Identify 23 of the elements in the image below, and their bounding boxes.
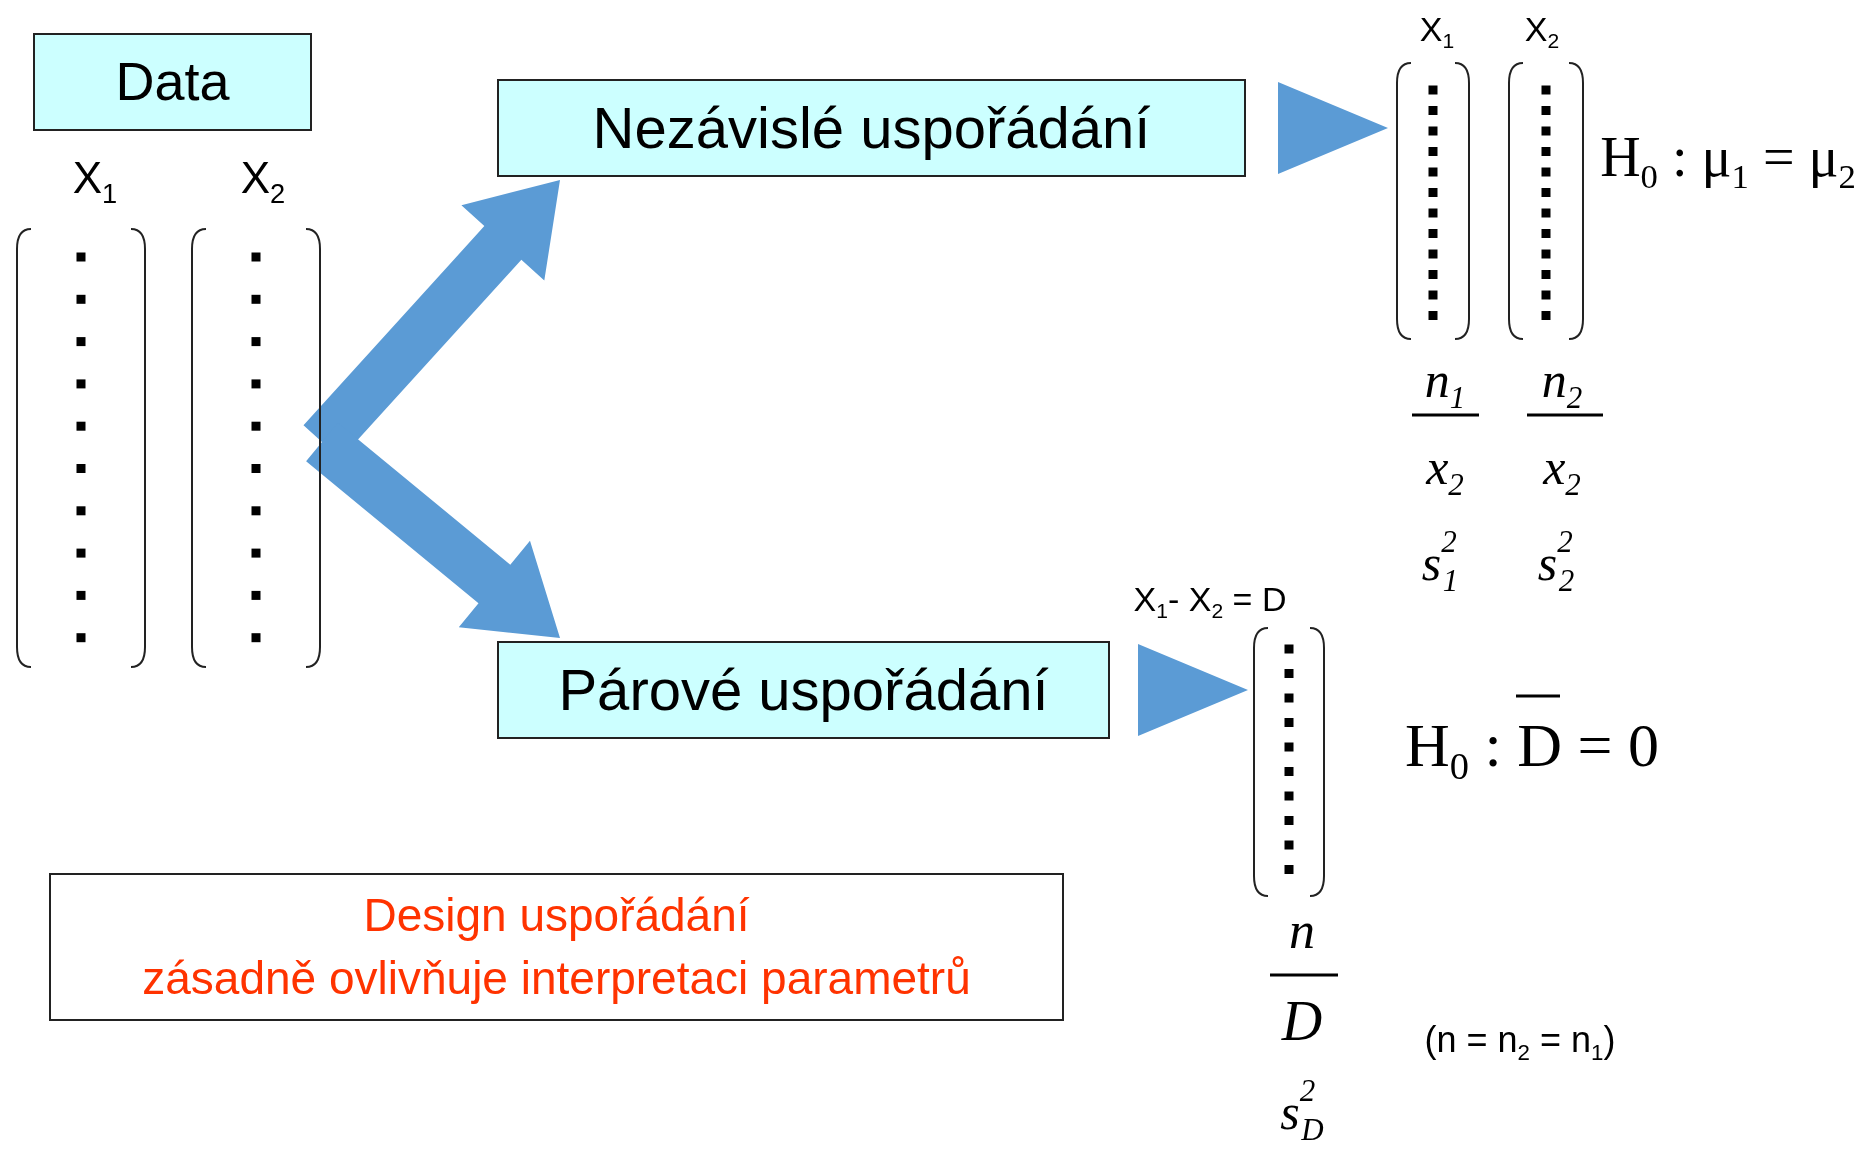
box-label: Data (115, 52, 230, 112)
hypothesis-formula: H$_{0}$ : D = 0 (1405, 709, 1659, 781)
column-heading: X$_{2}$ (1524, 10, 1560, 49)
note-box (49, 873, 1064, 1021)
note-text: (n = n$_{2}$ = n$_{1}$) (1424, 1019, 1616, 1061)
data-box (33, 33, 312, 131)
sample-size: n$_{1}$ (1424, 351, 1466, 409)
column-heading: X$_{1}$ (72, 153, 118, 203)
note-text: zásadně ovlivňuje interpretaci parametrů (142, 951, 971, 1006)
sample-size: n$_{2}$ (1541, 351, 1583, 409)
box-label: Nezávislé uspořádání (592, 96, 1151, 160)
hypothesis-formula: H$_{0}$ : μ$_{1}$ = μ$_{2}$ (1600, 125, 1856, 189)
column-heading: X$_{2}$ (240, 153, 286, 203)
process-box (497, 641, 1110, 739)
mean-symbol: D (1281, 989, 1323, 1053)
process-box (497, 79, 1246, 177)
box-label: Párové uspořádání (558, 658, 1049, 722)
mean-symbol: x$_{2}$ (1426, 438, 1464, 496)
note-text: Design uspořádání (363, 887, 750, 943)
column-heading: X$_{1}$ (1419, 10, 1455, 49)
sample-size: n (1289, 900, 1315, 960)
mean-symbol: x$_{2}$ (1543, 438, 1581, 496)
column-heading: X$_{1}$- X$_{2}$ = D (1133, 580, 1287, 619)
